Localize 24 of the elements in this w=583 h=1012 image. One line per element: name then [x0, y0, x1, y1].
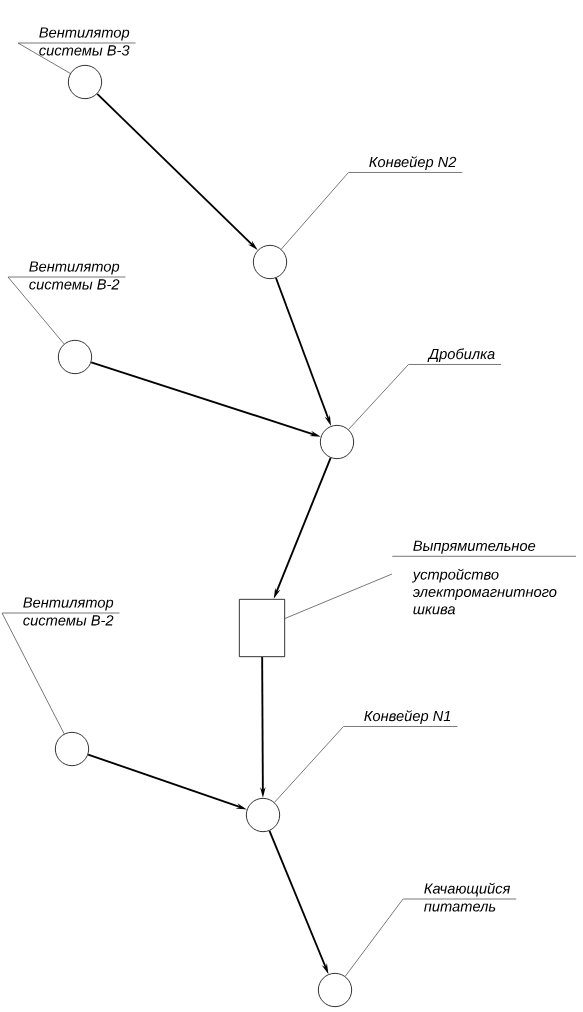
circle-symbol — [54, 731, 90, 767]
callout-label: Качающийся питатель — [403, 882, 517, 912]
callout-label: Конвейер N1 — [343, 710, 458, 727]
leader-line — [281, 172, 349, 250]
callout-label: Конвейер N2 — [348, 156, 463, 173]
circle-symbol — [67, 64, 103, 100]
circle-symbol — [57, 339, 93, 375]
leader-line — [17, 42, 71, 74]
square-symbol — [238, 598, 286, 658]
circle-symbol — [252, 244, 288, 280]
callout-label: Дробилка — [408, 348, 502, 365]
callout-label: Вентилятор системы В-2 — [8, 261, 126, 290]
callout-label: Вентилятор системы В-3 — [18, 27, 136, 56]
circle-symbol — [319, 424, 355, 460]
leader-line — [274, 726, 344, 803]
circle-symbol — [317, 972, 353, 1008]
leader-line — [344, 898, 404, 977]
circle-symbol — [245, 797, 281, 833]
callout-label: Вентилятор системы В-2 — [2, 597, 120, 626]
leader-line — [1, 612, 65, 735]
leader-line — [284, 573, 393, 619]
leader-line — [7, 276, 65, 345]
leader-line — [348, 364, 409, 430]
callout-label: Выпрямительное устройство электромагнитного шкива — [392, 540, 577, 615]
